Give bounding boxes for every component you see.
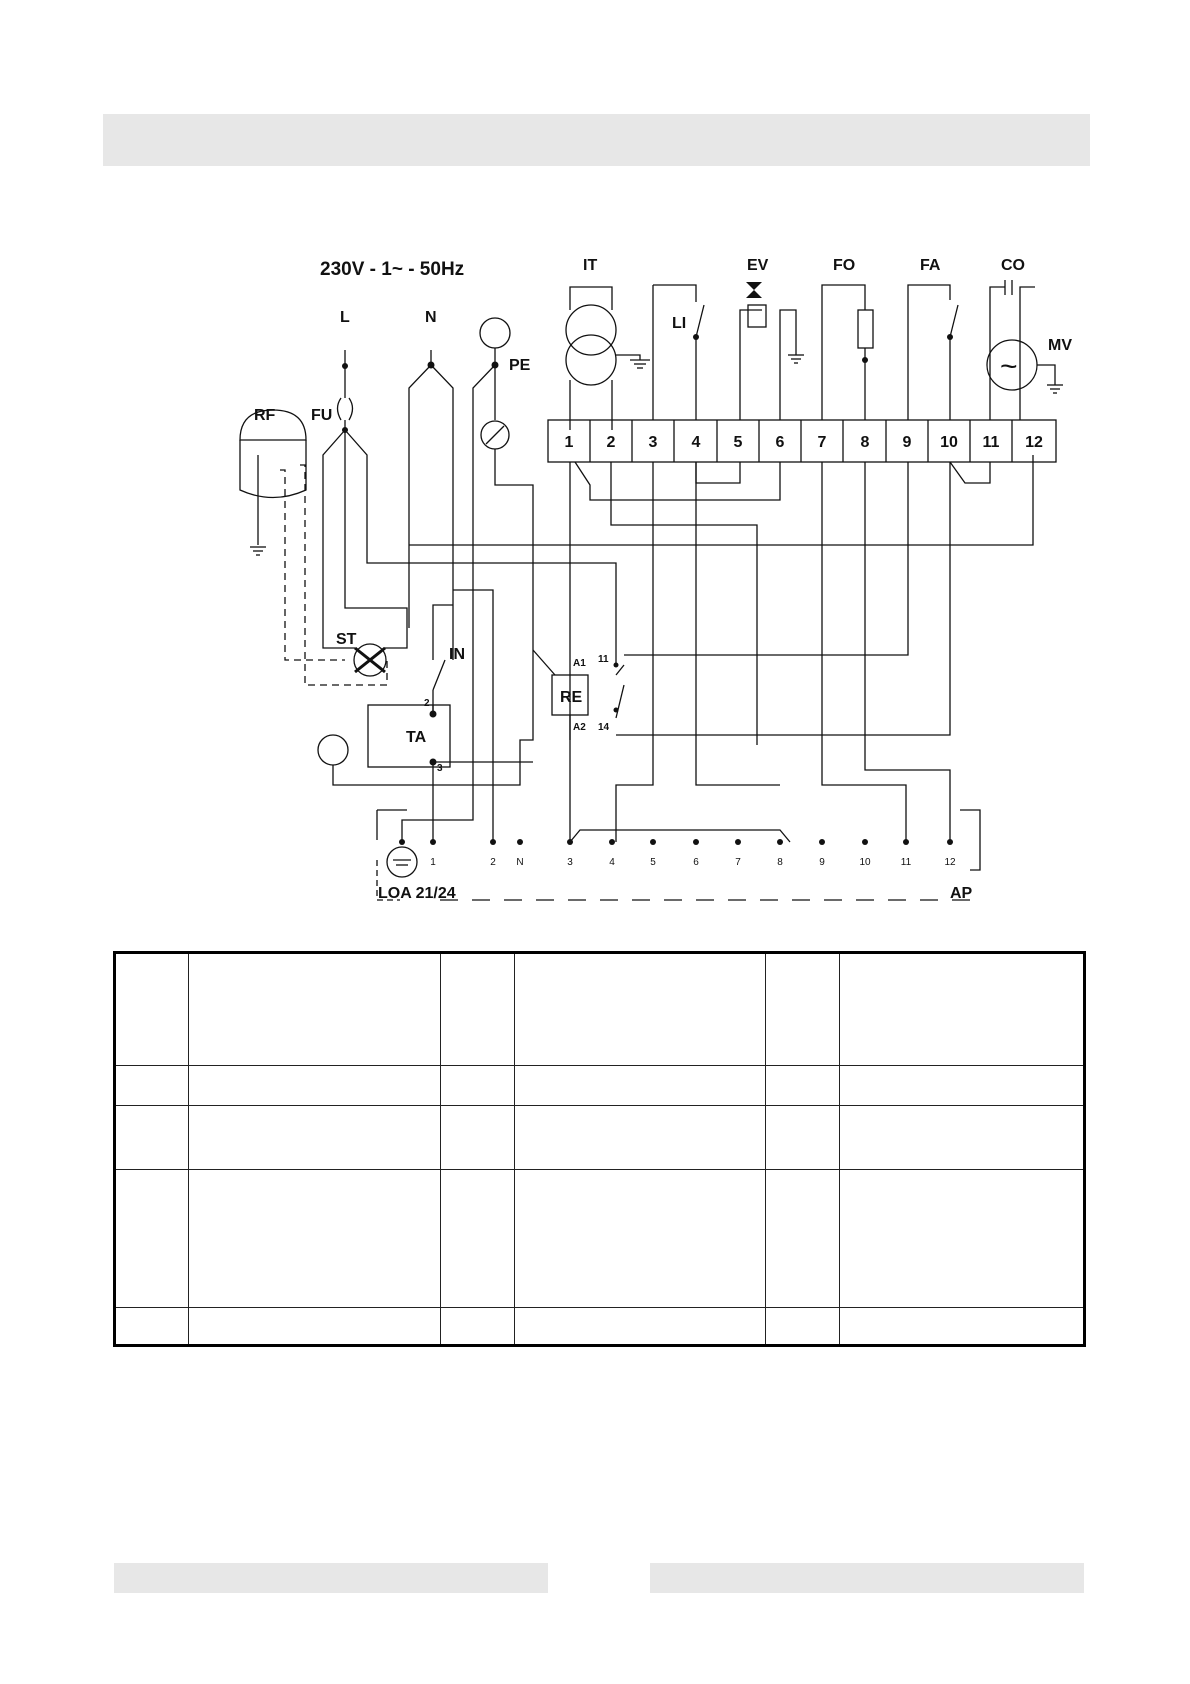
relay-a1-label: A1 <box>573 658 586 669</box>
legend-table <box>113 951 1086 1347</box>
terminal-2: 2 <box>607 434 616 451</box>
header-bar <box>103 114 1090 166</box>
table-cell <box>114 1065 189 1106</box>
table-row <box>114 1065 1085 1106</box>
table-cell <box>839 952 1085 1066</box>
component-rf-label: RF <box>254 407 276 424</box>
terminal-6: 6 <box>776 434 785 451</box>
supply-label: 230V - 1~ - 50Hz <box>320 259 464 280</box>
footer-bar-right <box>650 1563 1084 1593</box>
box-terminal-6: 6 <box>693 857 699 868</box>
table-cell <box>114 1169 189 1308</box>
line-label: L <box>340 309 350 326</box>
table-row <box>114 952 1085 1066</box>
component-ta-label: TA <box>406 729 427 746</box>
relay-contact-11-label: 11 <box>598 654 609 665</box>
terminal-3: 3 <box>649 434 658 451</box>
footer-bar-left <box>114 1563 548 1593</box>
table-cell <box>188 1105 441 1170</box>
component-st-label: ST <box>336 631 357 648</box>
table-cell <box>765 1105 840 1170</box>
component-fa-label: FA <box>920 257 941 274</box>
table-cell <box>765 1065 840 1106</box>
table-row <box>114 1169 1085 1308</box>
table-cell <box>839 1307 1085 1346</box>
component-mv-label: MV <box>1048 337 1072 354</box>
box-terminal-10: 10 <box>859 857 871 868</box>
control-box-ap-label: AP <box>950 885 973 902</box>
component-it-label: IT <box>583 257 597 274</box>
component-re-label: RE <box>560 689 583 706</box>
box-terminal-7: 7 <box>735 857 741 868</box>
table-cell <box>839 1065 1085 1106</box>
table-cell <box>514 1307 766 1346</box>
table-cell <box>114 1105 189 1170</box>
terminal-12: 12 <box>1025 434 1043 451</box>
table-cell <box>114 952 189 1066</box>
component-fu-label: FU <box>311 407 332 424</box>
earth-label: PE <box>509 357 531 374</box>
component-co-label: CO <box>1001 257 1025 274</box>
component-fo-label: FO <box>833 257 855 274</box>
terminal-1: 1 <box>565 434 574 451</box>
table-row <box>114 1105 1085 1170</box>
table-cell <box>765 1307 840 1346</box>
box-terminal-12: 12 <box>944 857 956 868</box>
table-cell <box>440 1065 515 1106</box>
table-cell <box>514 952 766 1066</box>
table-cell <box>188 952 441 1066</box>
control-box-model-label: LOA 21/24 <box>378 885 456 902</box>
table-cell <box>440 1169 515 1308</box>
terminal-4: 4 <box>692 434 701 451</box>
neutral-label: N <box>425 309 437 326</box>
table-cell <box>765 1169 840 1308</box>
table-cell <box>514 1105 766 1170</box>
box-terminal-11: 11 <box>901 857 912 868</box>
table-cell <box>765 952 840 1066</box>
terminal-9: 9 <box>903 434 912 451</box>
box-terminal-8: 8 <box>777 857 783 868</box>
thermostat-terminal-3-label: 3 <box>437 763 443 774</box>
box-terminal-4: 4 <box>609 857 615 868</box>
table-cell <box>114 1307 189 1346</box>
table-cell <box>188 1169 441 1308</box>
motor-symbol-icon: ~ <box>1000 350 1018 383</box>
table-cell <box>440 1105 515 1170</box>
box-terminal-1: 1 <box>430 857 436 868</box>
table-row <box>114 1307 1085 1346</box>
terminal-8: 8 <box>861 434 870 451</box>
table-cell <box>514 1065 766 1106</box>
box-terminal-3: 3 <box>567 857 573 868</box>
component-ev-label: EV <box>747 257 769 274</box>
table-cell <box>839 1105 1085 1170</box>
box-terminal-n: N <box>516 857 523 868</box>
box-terminal-5: 5 <box>650 857 656 868</box>
terminal-10: 10 <box>940 434 958 451</box>
terminal-7: 7 <box>818 434 827 451</box>
component-in-label: IN <box>449 646 465 663</box>
component-li-label: LI <box>672 315 686 332</box>
thermostat-terminal-2-label: 2 <box>424 698 430 709</box>
relay-contact-14-label: 14 <box>598 722 610 733</box>
table-cell <box>440 952 515 1066</box>
terminal-5: 5 <box>734 434 743 451</box>
table-cell <box>514 1169 766 1308</box>
box-terminal-9: 9 <box>819 857 825 868</box>
table-cell <box>440 1307 515 1346</box>
table-cell <box>188 1065 441 1106</box>
terminal-11: 11 <box>983 434 1000 451</box>
relay-a2-label: A2 <box>573 722 586 733</box>
table-cell <box>839 1169 1085 1308</box>
box-terminal-2: 2 <box>490 857 496 868</box>
table-cell <box>188 1307 441 1346</box>
